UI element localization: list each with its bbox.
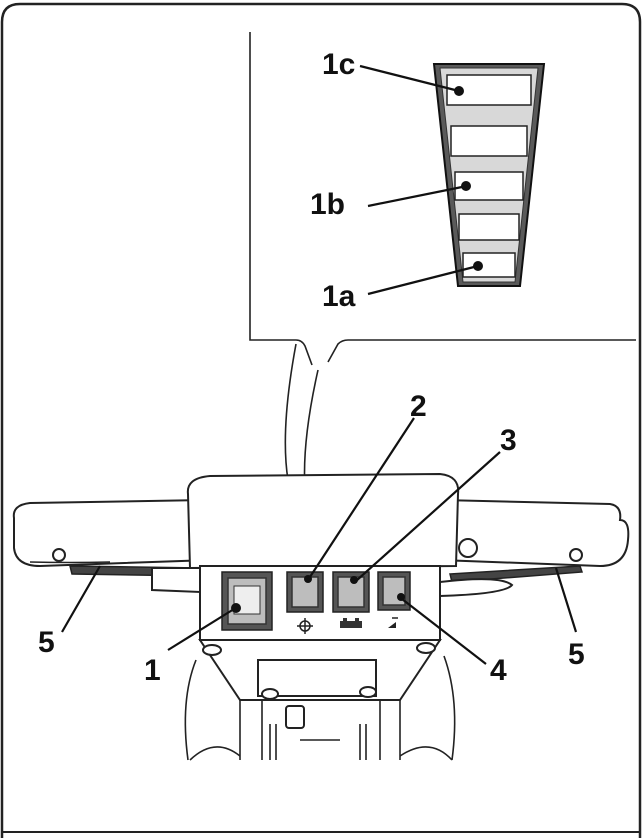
indicator-strip: [432, 63, 546, 287]
label-5-left: 5: [38, 626, 55, 659]
inset-frame: [249, 32, 313, 366]
label-3: 3: [500, 424, 517, 457]
indicator-segment: [450, 125, 528, 157]
switch-4: [377, 571, 411, 628]
fan-speed-icon: [297, 618, 313, 634]
indicator-segment-1a: [462, 252, 516, 278]
switch-1: [221, 571, 273, 631]
inset-frame-bottom: [327, 339, 636, 363]
label-4: 4: [490, 654, 507, 687]
horn-icon: [388, 617, 398, 628]
switch-2: [286, 571, 324, 634]
lever-right: [449, 565, 584, 583]
indicator-segment: [458, 213, 520, 241]
label-1b: 1b: [310, 188, 345, 221]
label-1a: 1a: [322, 280, 356, 313]
label-2: 2: [410, 390, 427, 423]
label-1c: 1c: [322, 48, 355, 81]
handlebar: [12, 498, 630, 598]
switch-3: [332, 571, 370, 628]
battery-icon: [340, 618, 362, 628]
label-1: 1: [144, 654, 161, 687]
label-5-right: 5: [568, 638, 585, 671]
